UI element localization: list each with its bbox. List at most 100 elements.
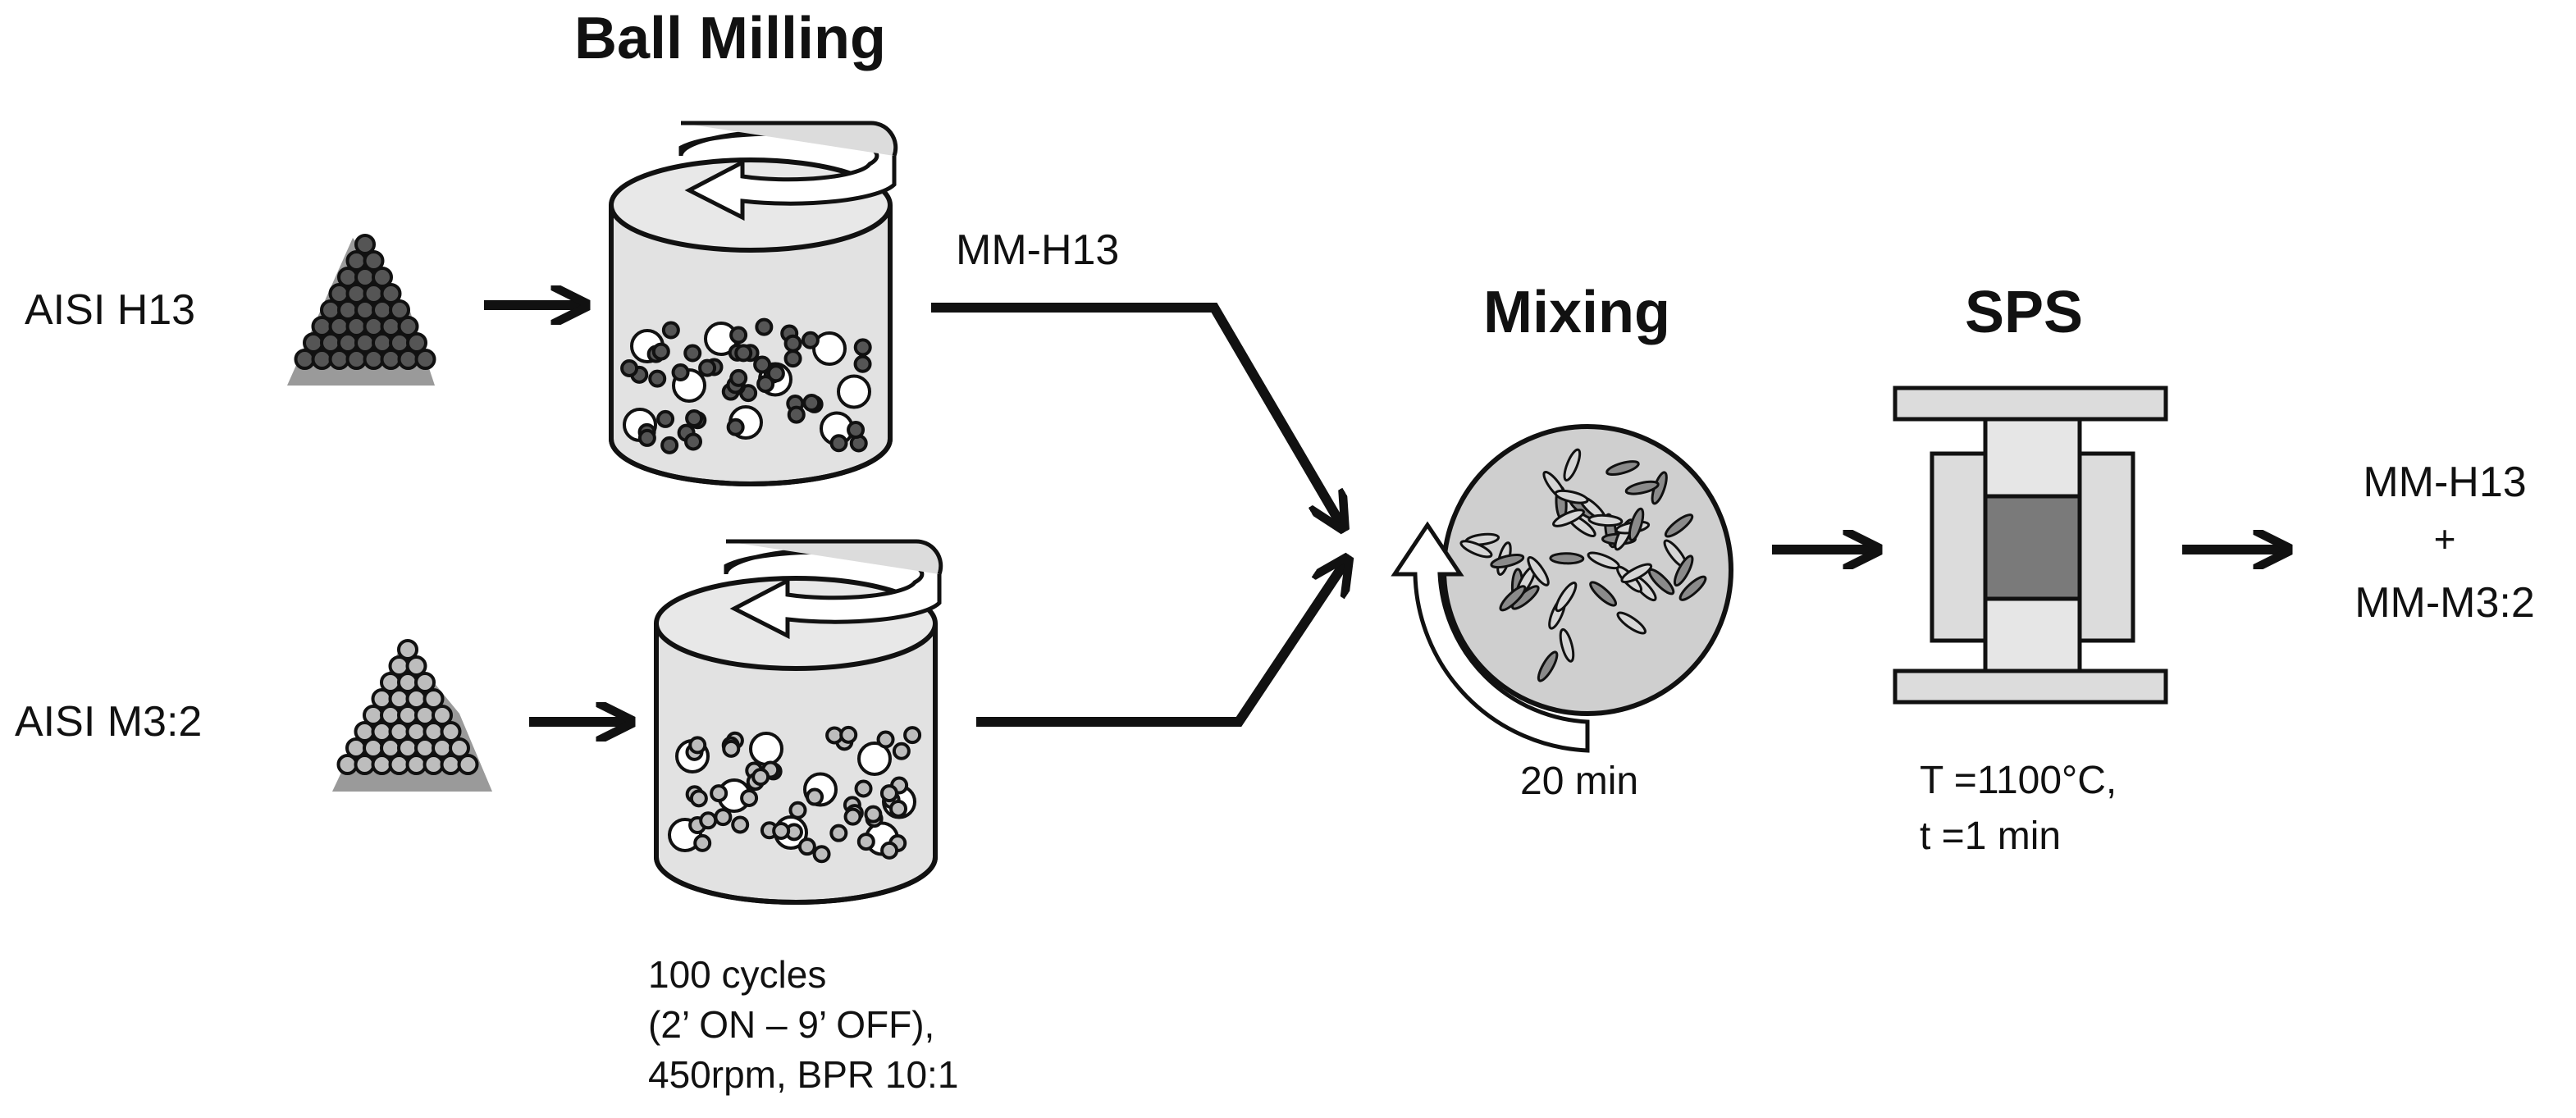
powder-flake xyxy=(1554,489,1589,504)
powder-particle xyxy=(843,807,862,826)
m32-powder-pile xyxy=(332,639,492,792)
powder-particle xyxy=(422,688,445,710)
powder-particle xyxy=(729,326,748,345)
powder-flake xyxy=(1628,507,1645,542)
powder-flake xyxy=(1616,611,1647,635)
powder-particle xyxy=(722,739,741,758)
milling-params-line2: (2’ ON – 9’ OFF), xyxy=(648,1003,935,1046)
powder-flake xyxy=(1559,627,1575,663)
powder-particle xyxy=(699,811,718,830)
powder-particle xyxy=(710,784,728,803)
powder-particle xyxy=(656,409,675,428)
milling-jar-m32 xyxy=(654,576,938,905)
sps-press xyxy=(1893,386,2168,705)
powder-particle xyxy=(756,375,775,394)
powder-particle xyxy=(380,349,402,370)
powder-particle xyxy=(740,788,759,807)
milling-ball xyxy=(812,331,847,366)
powder-particle xyxy=(620,358,639,377)
powder-particle xyxy=(787,405,806,424)
powder-particle xyxy=(880,841,899,860)
output-line2: + xyxy=(2433,518,2456,560)
milling-ball xyxy=(749,732,783,766)
powder-particle xyxy=(397,349,419,370)
powder-particle xyxy=(363,349,385,370)
powder-flake xyxy=(1664,513,1694,538)
powder-particle xyxy=(766,364,785,383)
powder-particle xyxy=(440,754,462,775)
arrow-jar-h13-to-mixing xyxy=(931,303,1341,525)
powder-particle xyxy=(328,349,350,370)
powder-particle xyxy=(751,768,770,787)
powder-flake xyxy=(1673,554,1694,587)
powder-particle xyxy=(685,408,704,427)
powder-particle xyxy=(405,655,427,677)
powder-particle xyxy=(440,721,462,742)
powder-flake xyxy=(1549,552,1585,565)
powder-particle xyxy=(363,250,385,272)
powder-particle xyxy=(797,837,816,856)
powder-flake xyxy=(1490,553,1525,569)
powder-particle xyxy=(414,349,436,370)
powder-particle xyxy=(422,754,445,775)
powder-flake xyxy=(1563,448,1582,481)
powder-particle xyxy=(731,815,750,834)
milling-jar-h13 xyxy=(609,157,893,486)
rotation-arrow-jar-m32 xyxy=(724,539,943,640)
output-line1: MM-H13 xyxy=(2363,459,2527,506)
powder-flake xyxy=(1527,555,1550,586)
powder-particle xyxy=(892,742,911,760)
powder-particle xyxy=(854,779,873,798)
powder-flake xyxy=(1679,575,1707,601)
powder-particle xyxy=(856,833,875,851)
powder-particle xyxy=(783,334,802,353)
powder-particle xyxy=(801,331,820,349)
powder-particle xyxy=(671,363,690,382)
powder-particle xyxy=(661,321,680,340)
powder-particle xyxy=(688,736,707,755)
powder-flake xyxy=(1605,460,1640,477)
powder-particle xyxy=(354,234,376,255)
mixing-rotation-arrow xyxy=(1391,521,1590,753)
powder-particle xyxy=(336,754,359,775)
powder-particle xyxy=(406,332,427,354)
milling-params-line3: 450rpm, BPR 10:1 xyxy=(648,1053,959,1096)
powder-particle xyxy=(806,787,824,806)
powder-particle xyxy=(802,394,821,413)
powder-particle xyxy=(397,639,418,660)
powder-particle xyxy=(853,338,872,357)
milled-h13-label: MM-H13 xyxy=(956,226,1120,274)
ball-milling-title: Ball Milling xyxy=(574,6,887,71)
powder-particle xyxy=(788,801,807,819)
powder-particle xyxy=(449,737,470,759)
powder-particle xyxy=(698,358,717,377)
mixing-disc xyxy=(1441,424,1733,716)
powder-flake xyxy=(1459,540,1493,559)
powder-particle xyxy=(345,349,368,370)
powder-particle xyxy=(414,672,436,693)
powder-particle xyxy=(648,369,667,388)
sps-title: SPS xyxy=(1965,280,2084,345)
powder-particle xyxy=(729,368,748,387)
powder-flake xyxy=(1552,509,1585,527)
powder-particle xyxy=(903,726,922,745)
powder-particle xyxy=(876,730,895,749)
powder-particle xyxy=(755,317,774,336)
powder-particle xyxy=(637,428,656,447)
output-line3: MM-M3:2 xyxy=(2354,579,2535,627)
powder-particle xyxy=(889,799,908,818)
powder-particle xyxy=(847,421,866,440)
powder-particle xyxy=(311,349,333,370)
input-h13-label: AISI H13 xyxy=(25,286,196,334)
powder-particle xyxy=(651,342,670,361)
powder-flake xyxy=(1589,581,1617,607)
sps-params-line2: t =1 min xyxy=(1920,815,2062,858)
input-m32-label: AISI M3:2 xyxy=(15,698,203,746)
powder-particle xyxy=(389,299,410,321)
sps-params-line1: T =1100°C, xyxy=(1920,759,2117,802)
powder-flake xyxy=(1499,585,1527,612)
mixing-title: Mixing xyxy=(1483,280,1670,345)
powder-particle xyxy=(714,808,733,827)
powder-particle xyxy=(839,725,858,744)
